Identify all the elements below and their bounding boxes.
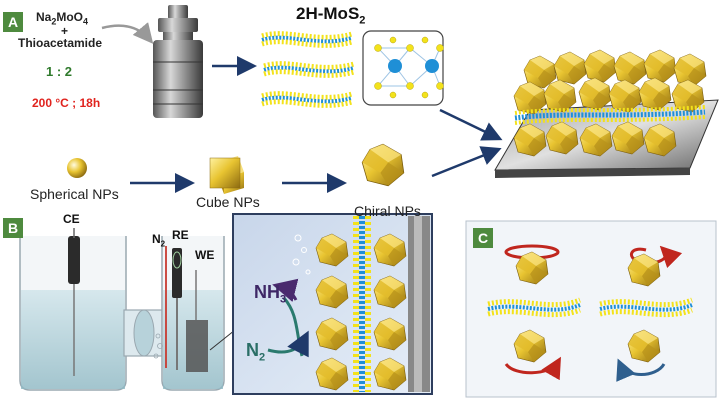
mos2-crystal-inset — [363, 31, 444, 105]
panel-label-c: C — [473, 228, 493, 248]
arrow-chiral-to-substrate — [432, 150, 497, 176]
cube-np — [210, 156, 244, 194]
panel-label-b: B — [3, 218, 23, 238]
h-cell — [20, 228, 224, 390]
label-n2: N2 — [246, 340, 265, 364]
label-we: WE — [195, 248, 214, 262]
label-ce: CE — [63, 212, 80, 226]
grey-curved-arrow — [102, 26, 150, 40]
label-n2-gas: N2 — [152, 232, 165, 248]
precursor-thioacetamide: Thioacetamide — [18, 36, 102, 50]
autoclave-reactor — [153, 5, 203, 118]
spherical-np — [67, 158, 87, 178]
mos2-title: 2H-MoS2 — [296, 4, 365, 26]
label-re: RE — [172, 228, 189, 242]
arrow-mos2-to-substrate — [440, 110, 498, 138]
chiral-np — [362, 144, 404, 186]
label-spherical-nps: Spherical NPs — [30, 186, 119, 202]
mos2-layers — [262, 34, 354, 106]
reaction-conditions: 200 °C ; 18h — [32, 96, 100, 110]
molar-ratio: 1 : 2 — [46, 64, 72, 79]
label-cube-nps: Cube NPs — [196, 194, 260, 210]
label-nh3: NH3 — [254, 282, 286, 306]
substrate-assembly — [495, 50, 718, 178]
label-chiral-nps: Chiral NPs — [354, 203, 421, 219]
panel-label-a: A — [3, 12, 23, 32]
